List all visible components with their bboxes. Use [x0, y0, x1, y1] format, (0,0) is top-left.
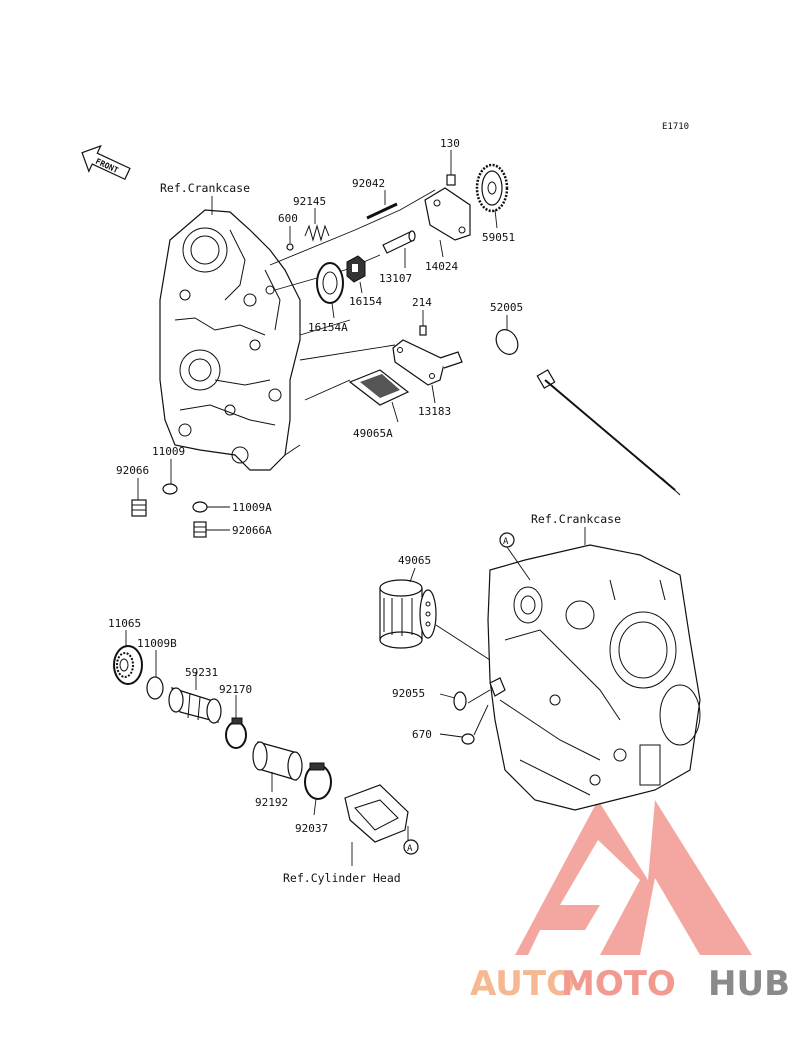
part-label-13107: 13107 — [379, 272, 412, 285]
part-label-11009: 11009 — [152, 445, 185, 458]
part-92066a-plug — [193, 521, 230, 538]
part-92042-pin — [366, 190, 398, 220]
part-92192-hose — [252, 741, 303, 792]
part-92055-o-ring — [439, 677, 506, 711]
part-11065-bearing — [113, 630, 143, 685]
part-label-92192: 92192 — [255, 796, 288, 809]
part-label-11009b: 11009B — [137, 637, 177, 650]
part-52005-dipstick — [495, 315, 681, 496]
part-13107-shaft — [382, 230, 416, 268]
marker-a-lower-label: A — [407, 844, 413, 854]
part-label-600: 600 — [278, 212, 298, 225]
part-label-214: 214 — [412, 296, 432, 309]
ref-crankcase-right-label: Ref.Crankcase — [531, 512, 621, 526]
part-label-49065: 49065 — [398, 554, 431, 567]
part-label-16154: 16154 — [349, 295, 382, 308]
part-label-52005: 52005 — [490, 301, 523, 314]
front-arrow-icon: FRONT — [81, 144, 131, 181]
part-16154a-outer-rotor — [316, 262, 344, 319]
diagram-code: E1710 — [662, 122, 689, 132]
watermark-text-moto: MOTO — [561, 964, 676, 1004]
part-label-92145: 92145 — [293, 195, 326, 208]
part-11009-washer — [162, 459, 178, 495]
part-label-49065a: 49065A — [353, 427, 393, 440]
crankcase-cover-upper — [159, 209, 301, 471]
part-label-92170: 92170 — [219, 683, 252, 696]
part-92170-clamp — [225, 695, 247, 749]
part-label-13183: 13183 — [418, 405, 451, 418]
part-label-670: 670 — [412, 728, 432, 741]
part-label-92055: 92055 — [392, 687, 425, 700]
part-49065-oil-filter — [379, 567, 491, 661]
watermark-logo-shape — [515, 800, 752, 955]
part-13183-plate — [392, 339, 463, 404]
marker-a-lower: A — [403, 839, 419, 855]
marker-a-upper: A — [499, 532, 531, 581]
part-label-16154a: 16154A — [308, 321, 348, 334]
part-14024-cover-plate — [424, 187, 471, 258]
part-92066-plug — [131, 478, 147, 517]
part-label-11065: 11065 — [108, 617, 141, 630]
part-label-59231: 59231 — [185, 666, 218, 679]
watermark-text-hub: HUB — [708, 964, 790, 1004]
part-59051-gear — [475, 163, 509, 229]
part-label-92066: 92066 — [116, 464, 149, 477]
part-130-bolt — [446, 150, 456, 186]
part-600-ball — [286, 226, 294, 251]
part-11009b-washer — [146, 650, 164, 700]
part-92037-clamp — [304, 762, 332, 816]
part-49065a-strainer — [348, 369, 410, 423]
part-214-screw — [419, 310, 427, 336]
assembly-guide-lines-upper — [269, 189, 436, 456]
part-11009a-washer — [192, 501, 230, 513]
part-59231-pipe — [168, 672, 222, 724]
part-label-14024: 14024 — [425, 260, 458, 273]
part-label-59051: 59051 — [482, 231, 515, 244]
part-670-o-ring — [439, 704, 489, 745]
crankcase-lower — [487, 544, 701, 811]
ref-cylinder-head-label: Ref.Cylinder Head — [283, 871, 401, 885]
part-label-92037: 92037 — [295, 822, 328, 835]
part-label-130: 130 — [440, 137, 460, 150]
part-16154-inner-rotor — [346, 255, 366, 294]
watermark-text: AUTO MOTO HUB — [470, 964, 790, 1004]
marker-a-upper-label: A — [503, 537, 509, 547]
part-label-11009a: 11009A — [232, 501, 272, 514]
ref-crankcase-top-label: Ref.Crankcase — [160, 181, 250, 195]
part-92145-spring — [304, 208, 330, 242]
watermark-text-auto: AUTO — [470, 964, 575, 1004]
watermark-logo — [515, 800, 752, 955]
cylinder-head-fitting — [344, 784, 409, 866]
part-label-92066a: 92066A — [232, 524, 272, 537]
part-label-92042: 92042 — [352, 177, 385, 190]
